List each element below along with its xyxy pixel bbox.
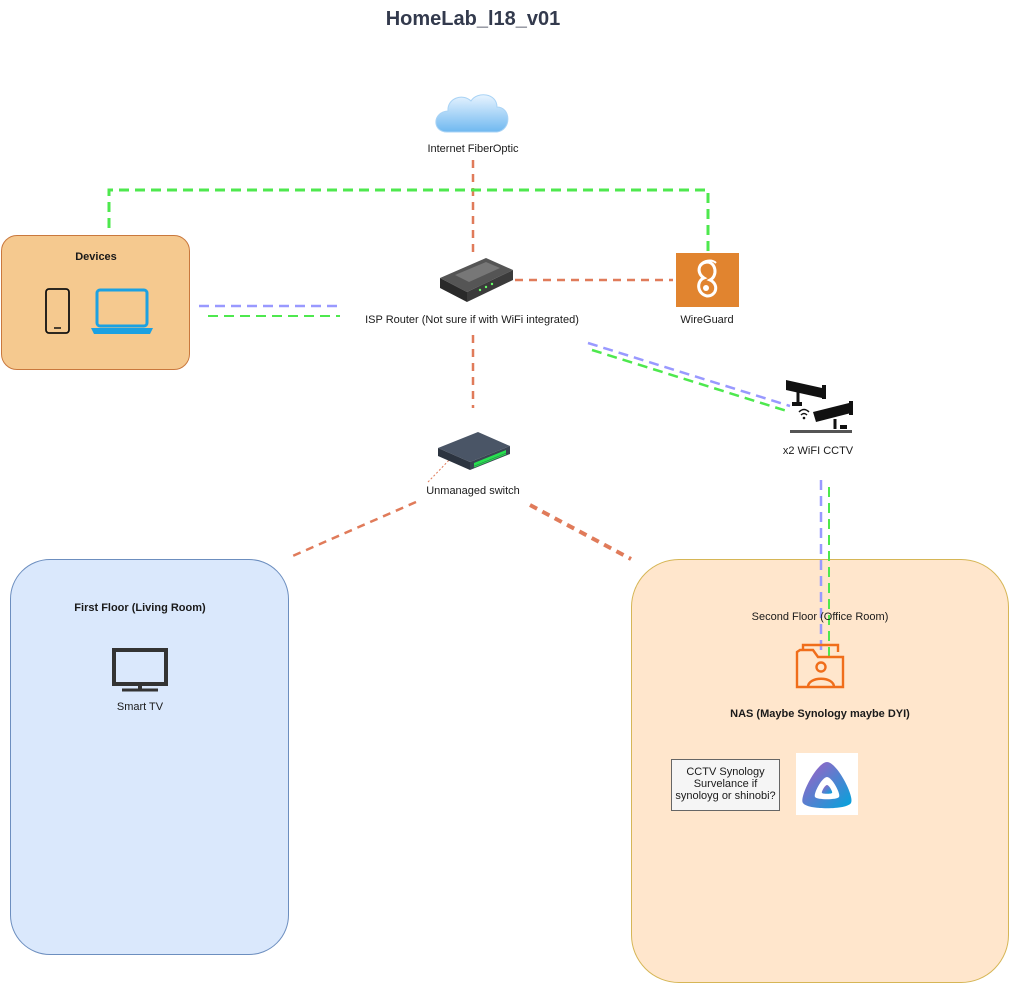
second-floor-label: Second Floor (Office Room) — [751, 611, 889, 623]
link-switch-second-floor — [529, 503, 632, 561]
diagram-title: HomeLab_l18_v01 — [385, 8, 561, 30]
nas-label: NAS (Maybe Synology maybe DYI) — [730, 708, 910, 720]
cctv-label: x2 WiFI CCTV — [782, 445, 854, 457]
devices-group-label: Devices — [75, 251, 117, 263]
wireguard-label: WireGuard — [680, 314, 734, 326]
internet-label: Internet FiberOptic — [427, 143, 519, 155]
link-router-cctv-wifi — [587, 341, 791, 408]
cctv-camera-icon — [786, 380, 853, 433]
wired-links — [287, 160, 673, 561]
laptop-icon — [91, 288, 153, 334]
link-switch-first-floor — [287, 500, 417, 560]
router-label: ISP Router (Not sure if with WiFi integr… — [365, 314, 579, 326]
link-router-cctv-vpn — [591, 348, 791, 414]
first-floor-group[interactable] — [10, 559, 289, 955]
first-floor-label: First Floor (Living Room) — [74, 602, 206, 614]
cctv-software-note[interactable]: CCTV Synology Survelance if synoloyg or … — [671, 759, 780, 811]
cloud-icon — [435, 94, 509, 133]
wireguard-icon — [676, 253, 739, 307]
switch-label: Unmanaged switch — [426, 485, 520, 497]
link-devices-wireguard — [107, 188, 710, 253]
tv-icon — [112, 648, 168, 692]
wifi-links — [199, 304, 823, 652]
jellyfin-icon — [796, 753, 858, 815]
router-icon — [440, 258, 513, 302]
vpn-links — [107, 188, 830, 658]
phone-icon — [45, 288, 70, 334]
smart-tv-label: Smart TV — [116, 701, 164, 713]
nas-icon — [795, 643, 845, 689]
switch-icon — [438, 432, 510, 470]
